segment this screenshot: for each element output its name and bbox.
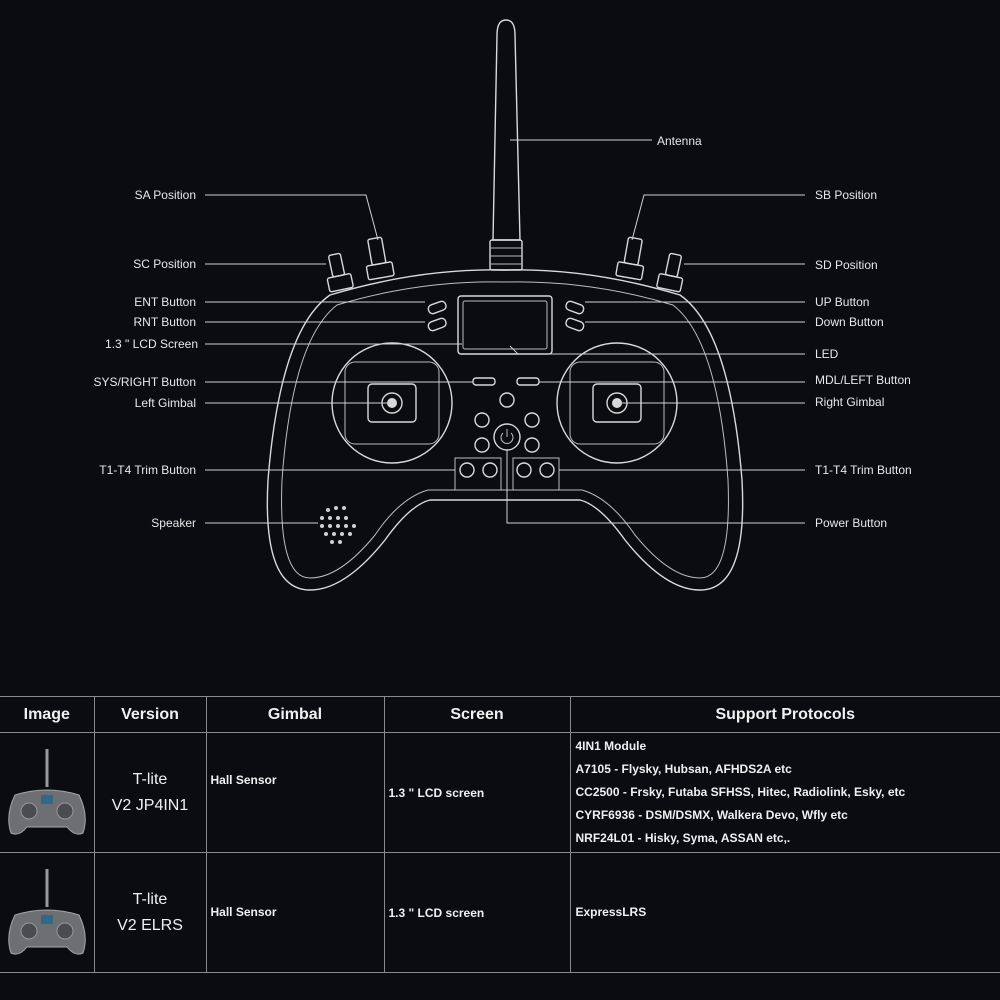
label-up-button: UP Button [815,295,869,309]
label-power-button: Power Button [815,516,887,530]
table-row: T-lite V2 ELRS Hall Sensor 1.3 " LCD scr… [0,852,1000,973]
leader-lines [205,139,805,524]
controller-thumbnail [8,868,86,955]
speaker-grille [320,506,356,544]
table-header-row: Image Version Gimbal Screen Support Prot… [0,696,1000,733]
label-sa-position: SA Position [135,188,196,202]
label-trim-right: T1-T4 Trim Button [815,463,912,477]
header-gimbal: Gimbal [205,696,385,733]
header-version: Version [93,696,207,733]
gimbal-cell: Hall Sensor [205,852,385,973]
label-mdl-left-button: MDL/LEFT Button [815,373,911,387]
label-sys-right-button: SYS/RIGHT Button [94,375,197,389]
controller-body [266,269,744,591]
protocol-item: ExpressLRS [575,905,647,919]
gimbal-cell: Hall Sensor [205,732,385,853]
switches [326,236,684,293]
antenna-drawing [489,19,523,271]
version-cell: T-lite V2 ELRS [93,852,207,973]
image-cell [0,732,95,853]
label-sc-position: SC Position [133,257,196,271]
label-lcd-screen: 1.3 " LCD Screen [105,337,198,351]
protocols-cell: ExpressLRS [569,852,1000,973]
version-name: T-lite [132,770,168,788]
protocol-item: 4IN1 Module [575,739,647,753]
screen-cell: 1.3 " LCD screen [383,732,571,853]
protocols-cell: 4IN1 Module A7105 - Flysky, Hubsan, AFHD… [569,732,1000,853]
table-row: T-lite V2 JP4IN1 Hall Sensor 1.3 " LCD s… [0,732,1000,853]
version-model: V2 ELRS [117,916,183,934]
image-cell [0,852,95,973]
callout-labels: Antenna SA Position SB Position SC Posit… [94,134,912,530]
version-cell: T-lite V2 JP4IN1 [93,732,207,853]
controller-diagram: Antenna SA Position SB Position SC Posit… [94,19,912,591]
label-trim-left: T1-T4 Trim Button [99,463,196,477]
label-sb-position: SB Position [815,188,877,202]
protocol-list: 4IN1 Module A7105 - Flysky, Hubsan, AFHD… [572,735,1000,850]
header-support-protocols: Support Protocols [569,696,1000,733]
protocol-item: CC2500 - Frsky, Futaba SFHSS, Hitec, Rad… [575,785,906,799]
label-ent-button: ENT Button [134,295,196,309]
protocol-item: A7105 - Flysky, Hubsan, AFHDS2A etc [575,762,792,776]
label-sd-position: SD Position [815,258,878,272]
label-down-button: Down Button [815,315,884,329]
label-rnt-button: RNT Button [134,315,196,329]
version-model: V2 JP4IN1 [111,796,189,814]
protocol-item: CYRF6936 - DSM/DSMX, Walkera Devo, Wfly … [575,808,848,822]
label-left-gimbal: Left Gimbal [135,396,196,410]
protocol-list: ExpressLRS [572,901,1000,924]
label-speaker: Speaker [151,516,196,530]
version-name: T-lite [132,890,168,908]
header-image: Image [0,696,95,733]
controller-thumbnail [8,748,86,835]
center-buttons [454,377,560,491]
lcd-screen [457,295,553,355]
side-buttons [427,300,585,332]
spec-table: Image Version Gimbal Screen Support Prot… [0,696,1000,973]
label-right-gimbal: Right Gimbal [815,395,884,409]
protocol-item: NRF24L01 - Hisky, Syma, ASSAN etc,. [575,831,791,845]
label-led: LED [815,347,839,361]
label-antenna: Antenna [657,134,702,148]
header-screen: Screen [383,696,571,733]
screen-cell: 1.3 " LCD screen [383,852,571,973]
